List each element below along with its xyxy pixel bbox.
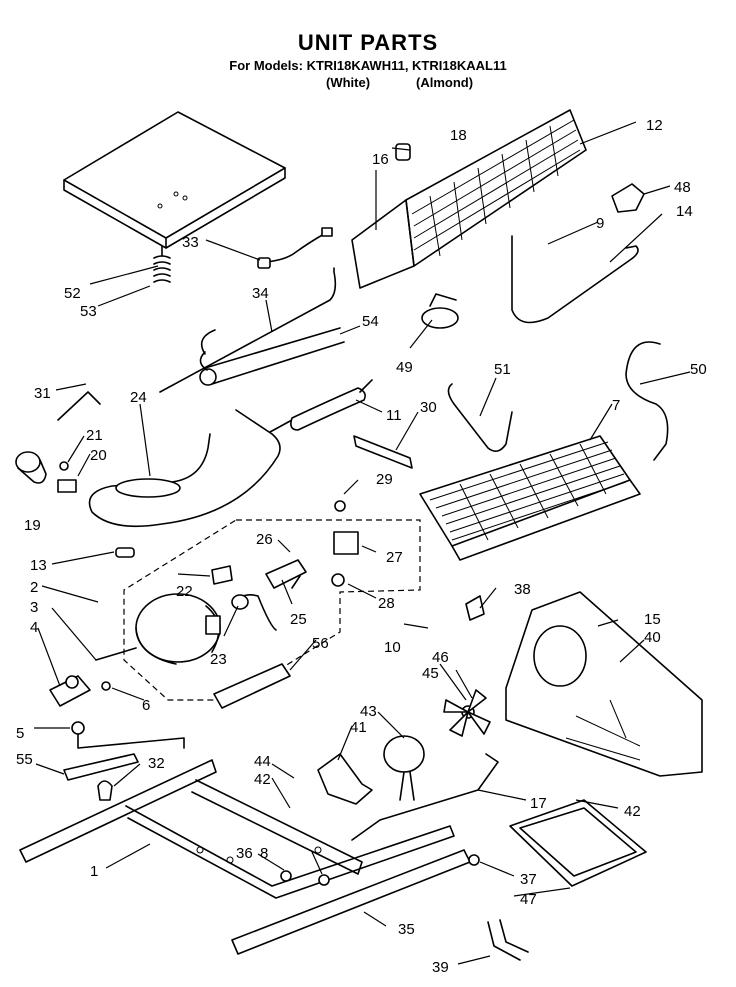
callout-9: 9 (596, 215, 604, 232)
clip-screw-part (57, 461, 77, 493)
fan-motor-part (383, 735, 425, 801)
callout-2: 2 (30, 579, 38, 596)
insulation-tube-part (199, 327, 345, 386)
capillary-assembly-part (88, 409, 281, 528)
callout-13: 13 (30, 557, 47, 574)
overload-part (15, 451, 47, 484)
color-white-label: (White) (326, 75, 371, 90)
callout-8: 8 (260, 845, 268, 862)
callout-33: 33 (182, 234, 199, 251)
grommet-part (395, 143, 411, 161)
callout-11: 11 (386, 407, 402, 424)
valve-part (421, 293, 459, 329)
strap-part (63, 753, 139, 781)
callout-19: 19 (24, 517, 41, 534)
color-almond-label: (Almond) (416, 75, 474, 90)
cover-panel-part (63, 111, 286, 249)
callout-22: 22 (176, 583, 193, 600)
callout-28: 28 (378, 595, 395, 612)
condenser-part (351, 109, 587, 289)
callout-39: 39 (432, 959, 449, 976)
callout-31: 31 (34, 385, 51, 402)
callout-16: 16 (372, 151, 389, 168)
callout-54: 54 (362, 313, 379, 330)
callout-35: 35 (398, 921, 415, 938)
fan-blade-part (443, 689, 491, 737)
tube-part (159, 267, 337, 393)
callout-48: 48 (674, 179, 691, 196)
callout-55: 55 (16, 751, 33, 768)
callout-42-left: 42 (254, 771, 271, 788)
callout-26: 26 (256, 531, 273, 548)
callout-45: 45 (422, 665, 439, 682)
bent-tube-part-2 (625, 341, 669, 461)
callout-15: 15 (644, 611, 661, 628)
callout-24: 24 (130, 389, 147, 406)
wire-harness-part (257, 227, 333, 269)
heater-loop-part (511, 235, 639, 324)
drain-hose-part (487, 919, 529, 961)
callout-20: 20 (90, 447, 107, 464)
callout-37: 37 (520, 871, 537, 888)
callout-56: 56 (312, 635, 329, 652)
sleeve-part (213, 663, 291, 709)
callout-49: 49 (396, 359, 413, 376)
callout-10: 10 (384, 639, 401, 656)
callout-12: 12 (646, 117, 663, 134)
callout-44: 44 (254, 753, 271, 770)
compressor-part (95, 593, 221, 665)
clamp-part (97, 780, 113, 801)
callout-14: 14 (676, 203, 693, 220)
spring-part (153, 245, 171, 283)
fan-shroud-part (505, 591, 703, 777)
callout-34: 34 (252, 285, 269, 302)
callout-23: 23 (210, 651, 227, 668)
callout-5: 5 (16, 725, 24, 742)
heater-tube-part (353, 435, 413, 469)
callout-36: 36 (236, 845, 253, 862)
callout-41: 41 (350, 719, 367, 736)
shroud-clip-part (465, 595, 485, 621)
callout-7: 7 (612, 397, 620, 414)
base-frame-part (19, 759, 455, 899)
callout-50: 50 (690, 361, 707, 378)
callout-42-right: 42 (624, 803, 641, 820)
clip-part (611, 183, 645, 213)
callout-4: 4 (30, 619, 38, 636)
callout-32: 32 (148, 755, 165, 772)
callout-38: 38 (514, 581, 531, 598)
callout-46: 46 (432, 649, 449, 666)
callout-25: 25 (290, 611, 307, 628)
drain-pan-part (509, 799, 647, 887)
callout-29: 29 (376, 471, 393, 488)
relay-cover-part (333, 531, 359, 555)
callout-47: 47 (520, 891, 537, 908)
callout-1: 1 (90, 863, 98, 880)
evaporator-coil-part (419, 435, 641, 561)
plug-part (115, 547, 135, 558)
callout-40: 40 (644, 629, 661, 646)
callout-18: 18 (450, 127, 467, 144)
bent-tube-part (447, 383, 513, 452)
callout-17: 17 (530, 795, 547, 812)
callout-3: 3 (30, 599, 38, 616)
drier-part (269, 379, 373, 433)
callout-27: 27 (386, 549, 403, 566)
callout-30: 30 (420, 399, 437, 416)
callout-53: 53 (80, 303, 97, 320)
callout-6: 6 (142, 697, 150, 714)
bracket-part (57, 391, 101, 421)
relay-part (211, 565, 233, 585)
callout-43: 43 (360, 703, 377, 720)
callout-51: 51 (494, 361, 511, 378)
page-title: UNIT PARTS (297, 30, 439, 55)
callout-21: 21 (86, 427, 103, 444)
callout-52: 52 (64, 285, 81, 302)
model-numbers: For Models: KTRI18KAWH11, KTRI18KAAL11 (229, 58, 507, 73)
